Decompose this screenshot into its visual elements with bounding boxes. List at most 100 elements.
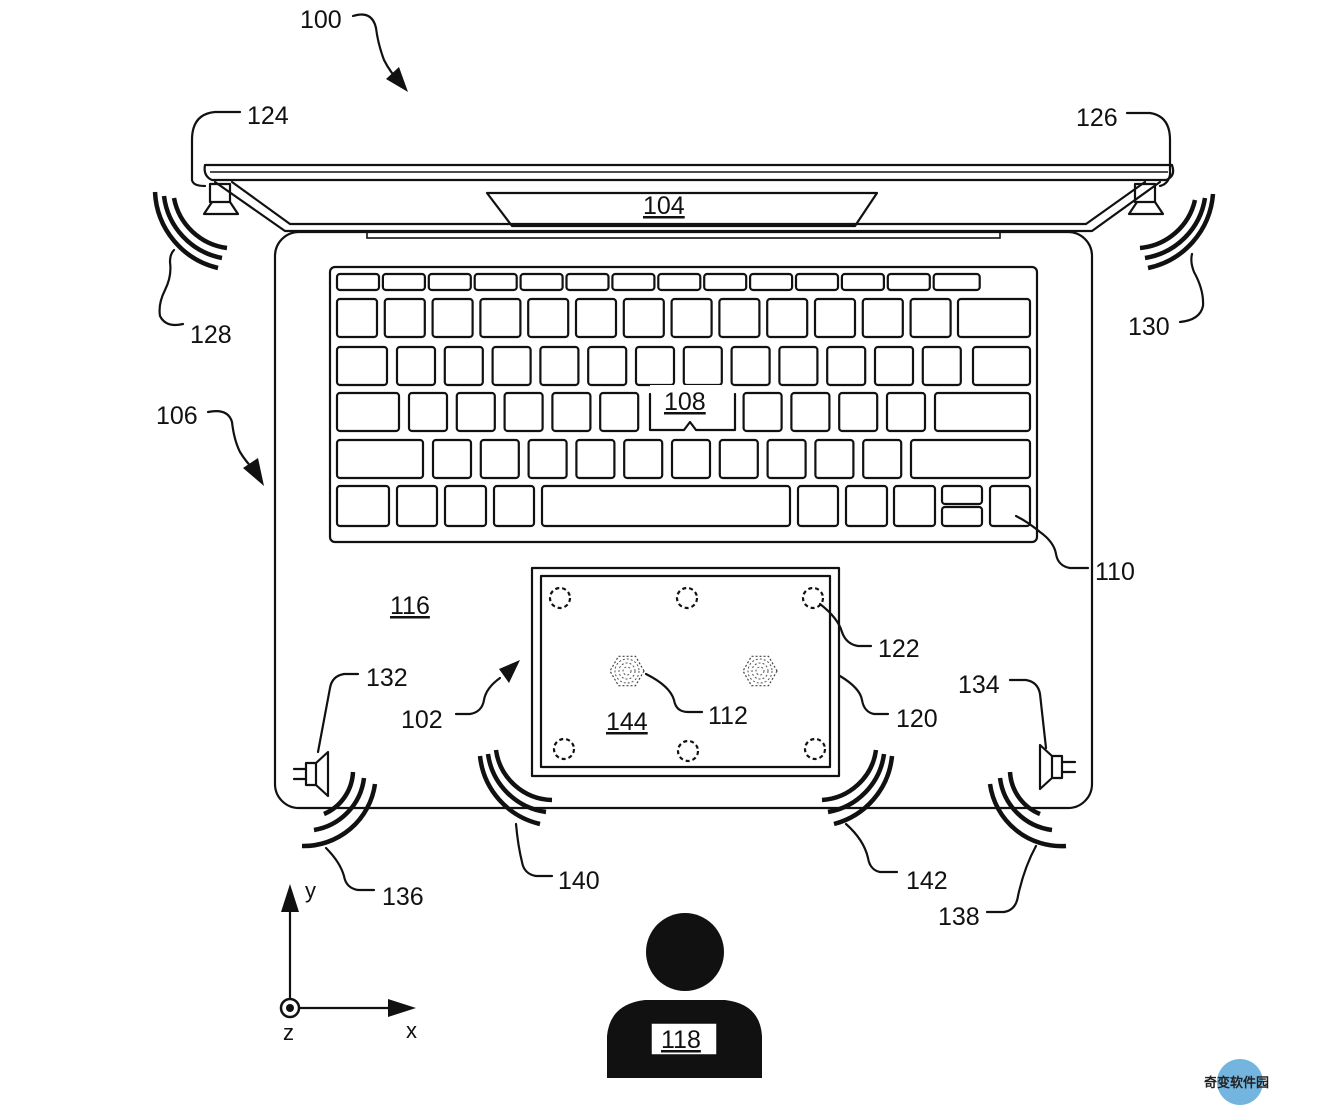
lid-inner-bezel bbox=[230, 180, 1147, 226]
keyboard-key bbox=[587, 345, 628, 387]
function-key bbox=[703, 272, 748, 292]
keyboard-key bbox=[551, 391, 592, 433]
keyboard-key bbox=[443, 484, 488, 528]
speaker-body bbox=[208, 182, 232, 204]
keyboard-key bbox=[766, 297, 809, 339]
label-102: 102 bbox=[401, 706, 443, 734]
y-arrowhead bbox=[281, 884, 299, 912]
label-118: 118 bbox=[661, 1026, 701, 1054]
label-100: 100 bbox=[300, 6, 342, 34]
keyboard-key bbox=[885, 391, 927, 433]
wave-upper-right bbox=[1139, 193, 1216, 271]
keyboard-key bbox=[395, 345, 437, 387]
label-138: 138 bbox=[938, 903, 980, 931]
speaker-cone bbox=[1127, 200, 1165, 216]
arrow-up-key bbox=[940, 484, 984, 506]
laptop-base bbox=[273, 230, 1094, 810]
label-126: 126 bbox=[1076, 104, 1118, 132]
function-key bbox=[748, 272, 794, 292]
keyboard-key bbox=[909, 297, 952, 339]
function-key bbox=[840, 272, 886, 292]
speaker-body bbox=[1050, 754, 1064, 780]
label-124: 124 bbox=[247, 102, 289, 130]
keyboard-key bbox=[479, 297, 522, 339]
label-132: 132 bbox=[366, 664, 408, 692]
keyboard-key bbox=[492, 484, 536, 528]
label-112: 112 bbox=[708, 702, 748, 730]
keyboard-key bbox=[455, 391, 496, 433]
label-116: 116 bbox=[390, 592, 430, 620]
label-120: 120 bbox=[896, 705, 938, 733]
label-122: 122 bbox=[878, 635, 920, 663]
keyboard-key bbox=[575, 438, 616, 480]
keyboard-key bbox=[335, 484, 391, 528]
trackpad: 144 bbox=[530, 566, 841, 778]
label-144: 144 bbox=[606, 708, 648, 736]
sensor-circle bbox=[548, 586, 572, 610]
keyboard-key bbox=[718, 438, 759, 480]
label-110: 110 bbox=[1095, 558, 1135, 586]
label-140: 140 bbox=[558, 867, 600, 895]
hinge-speaker-right bbox=[1127, 182, 1165, 216]
keyboard-frame bbox=[328, 265, 1039, 544]
trackpad-outer bbox=[530, 566, 841, 778]
wave-upper-left bbox=[152, 191, 228, 271]
user-head bbox=[646, 913, 724, 991]
keyboard-key bbox=[335, 345, 389, 387]
actuator-group bbox=[609, 655, 778, 687]
function-key bbox=[794, 272, 840, 292]
arrow-100 bbox=[386, 67, 408, 92]
keyboard-bracket bbox=[648, 392, 737, 432]
sensor-circle bbox=[676, 739, 700, 763]
label-136: 136 bbox=[382, 883, 424, 911]
leader-lines bbox=[158, 13, 1205, 914]
function-key bbox=[657, 272, 702, 292]
keyboard-key bbox=[574, 297, 618, 339]
spacebar-key bbox=[540, 484, 792, 528]
user-tag bbox=[650, 1022, 718, 1056]
keyboard-key bbox=[838, 391, 879, 433]
keyboard-key bbox=[971, 345, 1032, 387]
function-key bbox=[886, 272, 931, 292]
keyboard-key bbox=[443, 345, 484, 387]
keyboard-key bbox=[742, 391, 783, 433]
wave-lower-right bbox=[987, 771, 1067, 849]
wave-lower-left bbox=[301, 771, 378, 849]
keyboard-key bbox=[933, 391, 1032, 433]
label-128: 128 bbox=[190, 321, 232, 349]
keyboard-key bbox=[491, 345, 532, 387]
keyboard-key bbox=[766, 438, 807, 480]
axis-label-y: y bbox=[305, 878, 316, 903]
sensor-circle bbox=[552, 737, 576, 761]
keyboard-key bbox=[622, 297, 665, 339]
keyboard-key bbox=[527, 297, 570, 339]
keyboard-key bbox=[718, 297, 761, 339]
keyboard-key bbox=[826, 345, 867, 387]
keyboard bbox=[335, 272, 1032, 528]
keyboard-key bbox=[383, 297, 426, 339]
keyboard-key bbox=[778, 345, 819, 387]
function-key bbox=[335, 272, 381, 292]
keyboard-key bbox=[813, 297, 857, 339]
arrow-102 bbox=[499, 660, 520, 683]
keyboard-key bbox=[395, 484, 439, 528]
keyboard-key bbox=[431, 297, 474, 339]
keyboard-key bbox=[873, 345, 915, 387]
actuator-hexagon bbox=[742, 655, 778, 687]
function-key bbox=[932, 272, 981, 292]
keyboard-key bbox=[790, 391, 831, 433]
keyboard-key bbox=[527, 438, 568, 480]
coordinate-axes: y x z bbox=[279, 878, 417, 1045]
display-notch bbox=[485, 191, 879, 228]
keyboard-key bbox=[814, 438, 855, 480]
keyboard-key bbox=[335, 391, 401, 433]
function-key bbox=[427, 272, 472, 292]
keyboard-key bbox=[956, 297, 1032, 339]
speaker-body bbox=[304, 761, 318, 787]
keyboard-key bbox=[921, 345, 962, 387]
keyboard-key bbox=[335, 297, 379, 339]
speaker-cone bbox=[1038, 743, 1054, 791]
wave-trackpad-left bbox=[477, 749, 553, 827]
keyboard-key bbox=[861, 297, 904, 339]
laptop-lid: 104 bbox=[203, 163, 1175, 239]
